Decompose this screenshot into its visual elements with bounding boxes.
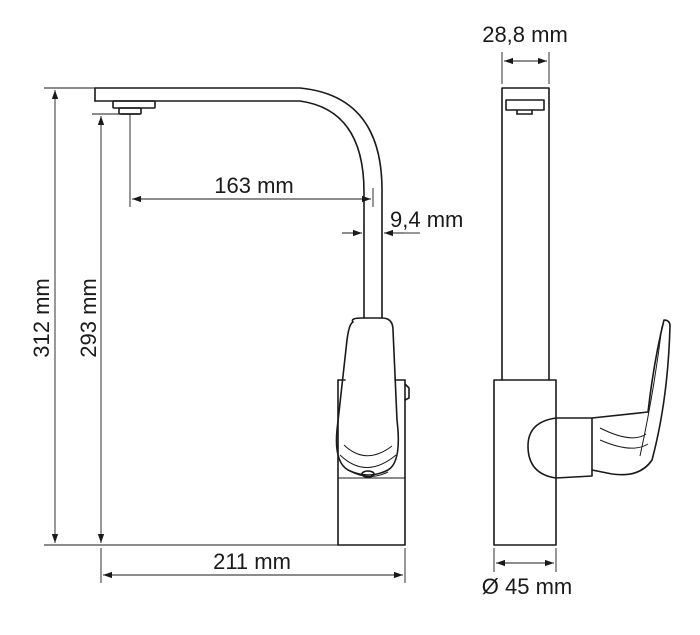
faucet-base-front bbox=[337, 379, 406, 546]
lever-handle-front bbox=[335, 317, 400, 476]
dimension-lines bbox=[44, 52, 557, 583]
lever-pivot bbox=[361, 470, 375, 478]
side-view bbox=[493, 87, 671, 546]
label-overall-depth: 211 mm bbox=[213, 549, 291, 574]
lever-side-detail bbox=[599, 427, 647, 439]
label-spout-diameter: 9,4 mm bbox=[390, 207, 463, 232]
label-spout-width: 28,8 mm bbox=[482, 22, 568, 47]
spout-head-side bbox=[505, 99, 545, 111]
lever-side-detail-2 bbox=[599, 439, 649, 449]
label-spout-height: 293 mm bbox=[76, 278, 101, 357]
spout-inner-contour bbox=[94, 100, 365, 319]
label-spout-reach: 163 mm bbox=[214, 173, 293, 198]
spout-outer-contour bbox=[94, 87, 383, 319]
front-view bbox=[94, 87, 410, 546]
dimension-labels: 312 mm 293 mm 163 mm 9,4 mm 211 mm 28,8 … bbox=[29, 22, 572, 599]
label-total-height: 312 mm bbox=[29, 278, 54, 357]
faucet-base-side bbox=[493, 379, 557, 546]
cartridge-housing bbox=[555, 417, 593, 479]
lever-lower-curve-2 bbox=[339, 454, 397, 468]
base-side-pin bbox=[404, 383, 410, 401]
lever-side-edge bbox=[639, 325, 663, 457]
cartridge-dome bbox=[527, 417, 557, 479]
label-base-diameter: Ø 45 mm bbox=[482, 574, 572, 599]
lever-lower-curve bbox=[343, 444, 393, 457]
aerator bbox=[112, 100, 156, 115]
spout-column-side bbox=[501, 87, 550, 381]
lever-handle-side bbox=[591, 319, 671, 476]
